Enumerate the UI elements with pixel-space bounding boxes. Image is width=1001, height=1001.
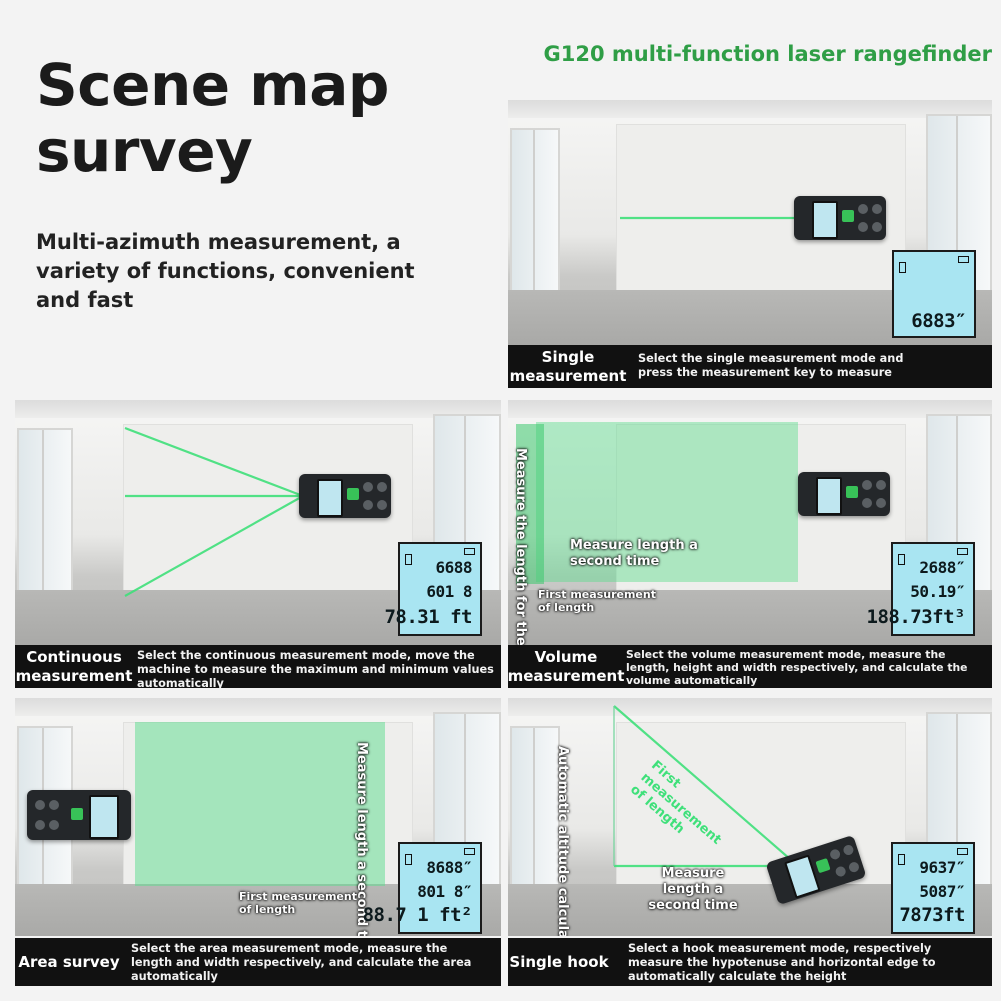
panel-continuous-measurement: 6688 601 8 78.31 ft Continuous measureme… [15,400,501,688]
page-subtitle: Multi-azimuth measurement, a variety of … [36,230,415,312]
lcd-readout: 6883″ [892,250,976,338]
volume-highlight [536,422,798,582]
caption-description: Select the volume measurement mode, meas… [626,648,968,687]
lcd-readout: 8688″ 801 8″ 88.7 1 ft² [363,842,482,934]
page-title: Scene map survey [36,51,389,185]
volume-side [516,424,544,584]
panel-single-hook: Automatic altitude calculation First mea… [508,698,992,986]
caption-bar: Single hook Select a hook measurement mo… [508,938,992,986]
caption-title: Single hook [508,938,610,986]
room-scene: 6688 601 8 78.31 ft [15,400,501,645]
label-second-measurement: Measure length a second time [570,538,698,569]
caption-description: Select a hook measurement mode, respecti… [628,942,936,983]
room-scene: Automatic altitude calculation First mea… [508,698,992,936]
caption-title: Continuous measurement [15,645,133,688]
rangefinder-device [798,472,890,516]
panel-area-survey: Measure length a second time First measu… [15,698,501,986]
caption-title: Area survey [15,938,123,986]
caption-bar: Continuous measurement Select the contin… [15,645,501,688]
label-second-measurement: Measure length a second time [648,866,738,913]
caption-description: Select the area measurement mode, measur… [131,942,472,983]
caption-bar: Volume measurement Select the volume mea… [508,645,992,688]
lcd-readout: 6688 601 8 78.31 ft [384,542,482,636]
caption-title: Single measurement [508,345,628,388]
label-first-measurement: First measurement of length [239,890,357,916]
rangefinder-device [794,196,886,240]
label-first-measurement: First measurement of length [538,588,656,614]
panel-volume-measurement: Measure the length for the third time Me… [508,400,992,688]
area-highlight [135,722,385,886]
rangefinder-device [299,474,391,518]
label-altitude-calculation: Automatic altitude calculation [555,746,570,936]
panel-single-measurement: 6883″ Single measurement Select the sing… [508,100,992,388]
product-title: G120 multi-function laser rangefinder [543,42,992,66]
label-third-measurement: Measure the length for the third time [513,448,528,645]
rangefinder-device [27,790,131,840]
room-scene: 6883″ [508,100,992,345]
laser-beams [124,426,304,597]
lcd-readout: 9637″ 5087″ 7873ft [891,842,975,934]
label-second-measurement: Measure length a second time [354,742,369,936]
lcd-readout: 2688″ 50.19″ 188.73ft³ [867,542,975,636]
caption-title: Volume measurement [508,645,624,688]
caption-bar: Area survey Select the area measurement … [15,938,501,986]
room-scene: Measure length a second time First measu… [15,698,501,936]
caption-bar: Single measurement Select the single mea… [508,345,992,388]
laser-beam [620,216,798,220]
caption-description: Select the single measurement mode and p… [638,352,904,379]
caption-description: Select the continuous measurement mode, … [137,649,494,688]
room-scene: Measure the length for the third time Me… [508,400,992,645]
